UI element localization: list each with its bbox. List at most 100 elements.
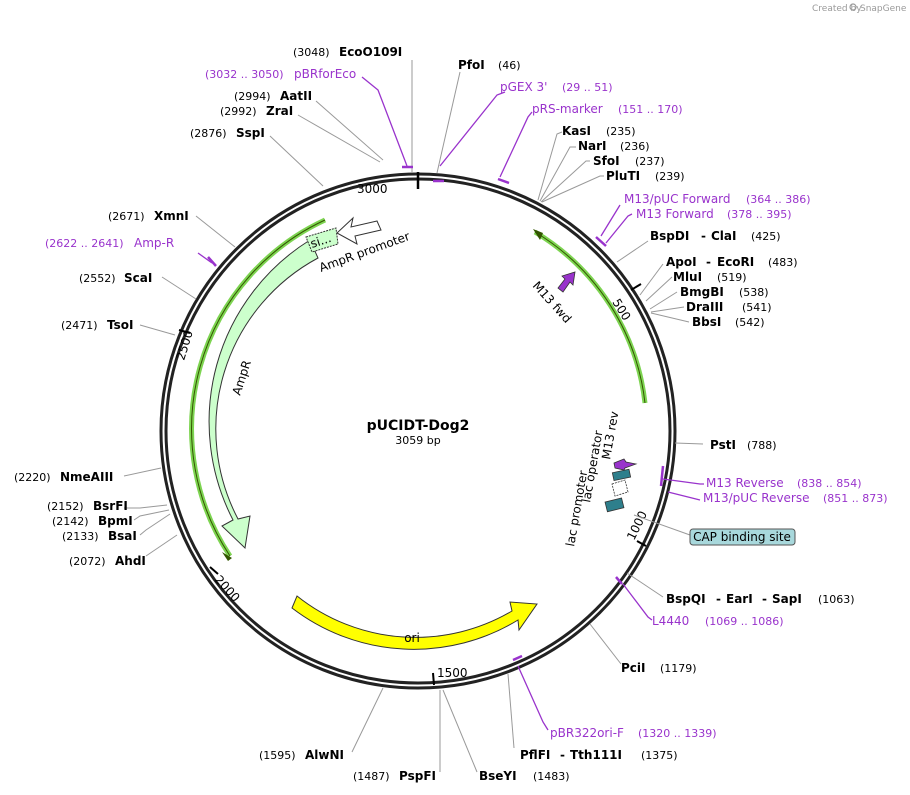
primer-label-pbr322ori-f[interactable]: pBR322ori-F (1320 .. 1339) [550, 726, 717, 740]
enzyme-label-xmni[interactable]: (2671) XmnI [108, 209, 189, 223]
enzyme-name: NmeAIII [60, 470, 113, 484]
enzyme-name: EcoO109I [339, 45, 402, 59]
enzyme-pos: (2220) [14, 471, 51, 484]
selection-arc-left-core [191, 219, 326, 557]
enzyme-label-bbsi[interactable]: BbsI (542) [692, 315, 765, 329]
enzyme-name: ZraI [266, 104, 293, 118]
ampr-label: AmpR [230, 358, 254, 396]
enzyme-label-bseyi[interactable]: BseYI (1483) [479, 769, 570, 783]
enzyme-label-bpmi[interactable]: (2142) BpmI [52, 514, 133, 528]
enzyme-label-ahdi[interactable]: (2072) AhdI [69, 554, 146, 568]
enzyme-pos: (2552) [79, 272, 116, 285]
enzyme-label-mlui[interactable]: MluI (519) [673, 270, 747, 284]
enzyme-name: BspDI [650, 229, 689, 243]
plasmid-name: pUCIDT-Dog2 [367, 418, 470, 434]
enzyme-pos: (538) [739, 286, 769, 299]
enzyme-label-ecoo109i[interactable]: (3048) EcoO109I [293, 45, 402, 59]
primer-label-m13-reverse[interactable]: M13 Reverse (838 .. 854) [706, 476, 862, 490]
primer-label-m13-forward[interactable]: M13 Forward (378 .. 395) [636, 207, 792, 221]
primer-label-prs-marker[interactable]: pRS-marker (151 .. 170) [532, 102, 683, 116]
enzyme-name: PstI [710, 438, 736, 452]
tick-marks [178, 283, 647, 686]
enzyme-label-sspi[interactable]: (2876) SspI [190, 126, 265, 140]
enzyme-name: SfoI [593, 154, 620, 168]
enzyme-label-bsai[interactable]: (2133) BsaI [62, 529, 137, 543]
ampr-promoter-feature[interactable] [336, 216, 382, 245]
ori-feature[interactable] [291, 595, 538, 650]
primer-name: M13/pUC Forward [624, 192, 731, 206]
lac-promoter-feature[interactable] [611, 479, 629, 497]
enzyme-name: AhdI [115, 554, 146, 568]
enzyme-label-zrai[interactable]: (2992) ZraI [220, 104, 293, 118]
ampr-feature[interactable] [208, 239, 319, 550]
enzyme-label-aatii[interactable]: (2994) AatII [234, 89, 312, 103]
enzyme-pos: (2142) [52, 515, 89, 528]
enzyme-name-2: Tth111I [570, 748, 622, 762]
enzyme-pos: (2152) [47, 500, 84, 513]
enzyme-label-nari[interactable]: NarI (236) [578, 139, 650, 153]
primer-label-amp-r[interactable]: (2622 .. 2641) Amp-R [45, 236, 174, 250]
enzyme-pos: (425) [751, 230, 781, 243]
enzyme-label-bsrfi[interactable]: (2152) BsrFI [47, 499, 128, 513]
enzyme-label-draiii[interactable]: DraIII (541) [686, 300, 772, 314]
enzyme-label-pflfi-tth111i[interactable]: PflFI - Tth111I (1375) [520, 748, 678, 762]
enzyme-label-pfoi[interactable]: PfoI (46) [458, 58, 521, 72]
enzyme-label-bspqi-eari-sapi[interactable]: BspQI - EarI - SapI (1063) [666, 592, 855, 606]
enzyme-label-bmgbi[interactable]: BmgBI (538) [680, 285, 769, 299]
enzyme-name: ApoI [666, 255, 697, 269]
signal-label: si... [309, 231, 333, 251]
enzyme-label-bspdi-clai[interactable]: BspDI - ClaI (425) [650, 229, 781, 243]
enzyme-pos: (2671) [108, 210, 145, 223]
enzyme-pos: (2471) [61, 319, 98, 332]
enzyme-label-psti[interactable]: PstI (788) [710, 438, 777, 452]
snapgene-brand-text: SnapGene [860, 4, 907, 14]
enzyme-name: BbsI [692, 315, 721, 329]
cap-binding-site-label: CAP binding site [693, 530, 791, 544]
enzyme-label-alwni[interactable]: (1595) AlwNI [259, 748, 344, 762]
primer-name: pRS-marker [532, 102, 603, 116]
enzyme-leaders [123, 60, 704, 773]
enzyme-name: MluI [673, 270, 702, 284]
cap-binding-site-box[interactable] [689, 528, 796, 546]
m13-rev-primer-icon[interactable] [613, 458, 638, 471]
enzyme-name: SspI [236, 126, 265, 140]
enzyme-pos: (1595) [259, 749, 296, 762]
enzyme-name: AatII [280, 89, 312, 103]
enzyme-label-tsoi[interactable]: (2471) TsoI [61, 318, 133, 332]
primer-range: (838 .. 854) [797, 477, 862, 490]
enzyme-pos: (46) [498, 59, 521, 72]
enzyme-label-sfoi[interactable]: SfoI (237) [593, 154, 665, 168]
enzyme-label-nmeaiii[interactable]: (2220) NmeAIII [14, 470, 113, 484]
enzyme-name-2: EcoRI [717, 255, 754, 269]
enzyme-name-2: ClaI [711, 229, 736, 243]
enzyme-pos: (1063) [818, 593, 855, 606]
primer-label-pgex3[interactable]: pGEX 3' (29 .. 51) [500, 80, 613, 94]
enzyme-pos: (2992) [220, 105, 257, 118]
primer-range: (1069 .. 1086) [705, 615, 784, 628]
enzyme-label-pspfi[interactable]: (1487) PspFI [353, 769, 436, 783]
selection-arrowhead-left [222, 552, 232, 561]
signal-feature[interactable] [305, 227, 339, 253]
enzyme-pos: (1487) [353, 770, 390, 783]
primer-label-m13puc-forward[interactable]: M13/pUC Forward (364 .. 386) [624, 192, 811, 206]
tick-label-2500: 2500 [173, 329, 195, 362]
enzyme-label-apoi-ecori[interactable]: ApoI - EcoRI (483) [666, 255, 798, 269]
enzyme-label-pluti[interactable]: PluTI (239) [606, 169, 685, 183]
selection-arrowhead-right [533, 229, 543, 240]
primer-label-l4440[interactable]: L4440 (1069 .. 1086) [652, 614, 784, 628]
enzyme-label-kasi[interactable]: KasI (235) [562, 124, 636, 138]
lac-operator-feature[interactable] [611, 468, 632, 482]
enzyme-label-scai[interactable]: (2552) ScaI [79, 271, 152, 285]
enzyme-label-pcii[interactable]: PciI (1179) [621, 661, 697, 675]
enzyme-name: KasI [562, 124, 591, 138]
primer-label-m13puc-reverse[interactable]: M13/pUC Reverse (851 .. 873) [703, 491, 888, 505]
enzyme-name: DraIII [686, 300, 723, 314]
enzyme-pos: (2072) [69, 555, 106, 568]
primer-range: (2622 .. 2641) [45, 237, 124, 250]
enzyme-name: BspQI [666, 592, 706, 606]
m13-fwd-primer-icon[interactable] [557, 271, 576, 293]
lac-promoter-box[interactable] [604, 497, 625, 513]
primer-name: pGEX 3' [500, 80, 547, 94]
primer-label-pbrforeco[interactable]: (3032 .. 3050) pBRforEco [205, 67, 356, 81]
